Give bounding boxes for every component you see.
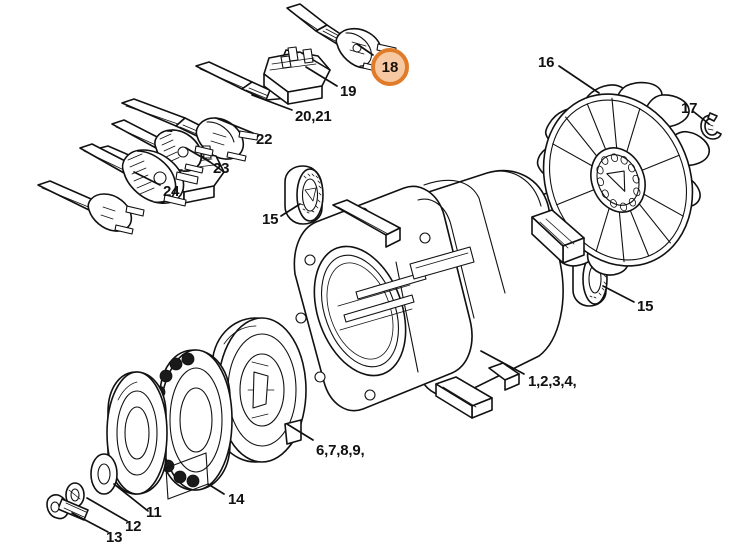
leader-6-7-8-9: [286, 423, 314, 441]
label-23: 23: [213, 160, 230, 177]
leader-14: [207, 483, 225, 495]
cooling-fan-16-drawing: [530, 81, 710, 276]
leader-1-2-3-4: [480, 350, 525, 375]
leader-24: [133, 171, 161, 186]
leader-lines: [71, 43, 710, 533]
label-15-left: 15: [262, 211, 279, 228]
label-16: 16: [538, 54, 555, 71]
leader-19: [305, 66, 338, 87]
leader-15-right: [602, 285, 635, 303]
leader-15-left: [280, 203, 301, 217]
leader-11: [113, 483, 149, 512]
label-13: 13: [106, 529, 123, 546]
label-22: 22: [256, 131, 273, 148]
label-15-right: 15: [637, 298, 654, 315]
callout-badge-18[interactable]: 18: [371, 48, 409, 86]
label-14: 14: [228, 491, 245, 508]
label-19: 19: [340, 83, 357, 100]
leader-12: [86, 497, 128, 522]
flat-washer-drawing: [90, 453, 118, 495]
plug-24-drawing: [37, 143, 199, 235]
label-1-2-3-4: 1,2,3,4,: [528, 373, 577, 390]
retaining-clip-17-drawing: [700, 112, 722, 140]
label-24: 24: [163, 183, 180, 200]
thrust-bearing-drawing: [106, 349, 233, 495]
plug-19-drawing: [195, 46, 331, 105]
label-20-21: 20,21: [295, 108, 332, 125]
hex-bolt-drawing: [46, 494, 89, 521]
label-17: 17: [681, 100, 698, 117]
leader-22: [215, 117, 254, 134]
leader-23: [185, 147, 211, 163]
motor-housing-drawing: [293, 169, 585, 419]
bearing-15-left-drawing: [284, 165, 324, 225]
label-12: 12: [125, 518, 142, 535]
leader-13: [71, 512, 109, 533]
label-11: 11: [146, 504, 162, 521]
bracket-14: [165, 452, 209, 500]
label-6-7-8-9: 6,7,8,9,: [316, 442, 365, 459]
leader-17: [693, 111, 710, 125]
leader-16: [558, 65, 600, 94]
leader-18: [356, 43, 374, 56]
leader-20-21: [251, 94, 293, 111]
coupling-flange-drawing: [211, 317, 307, 463]
